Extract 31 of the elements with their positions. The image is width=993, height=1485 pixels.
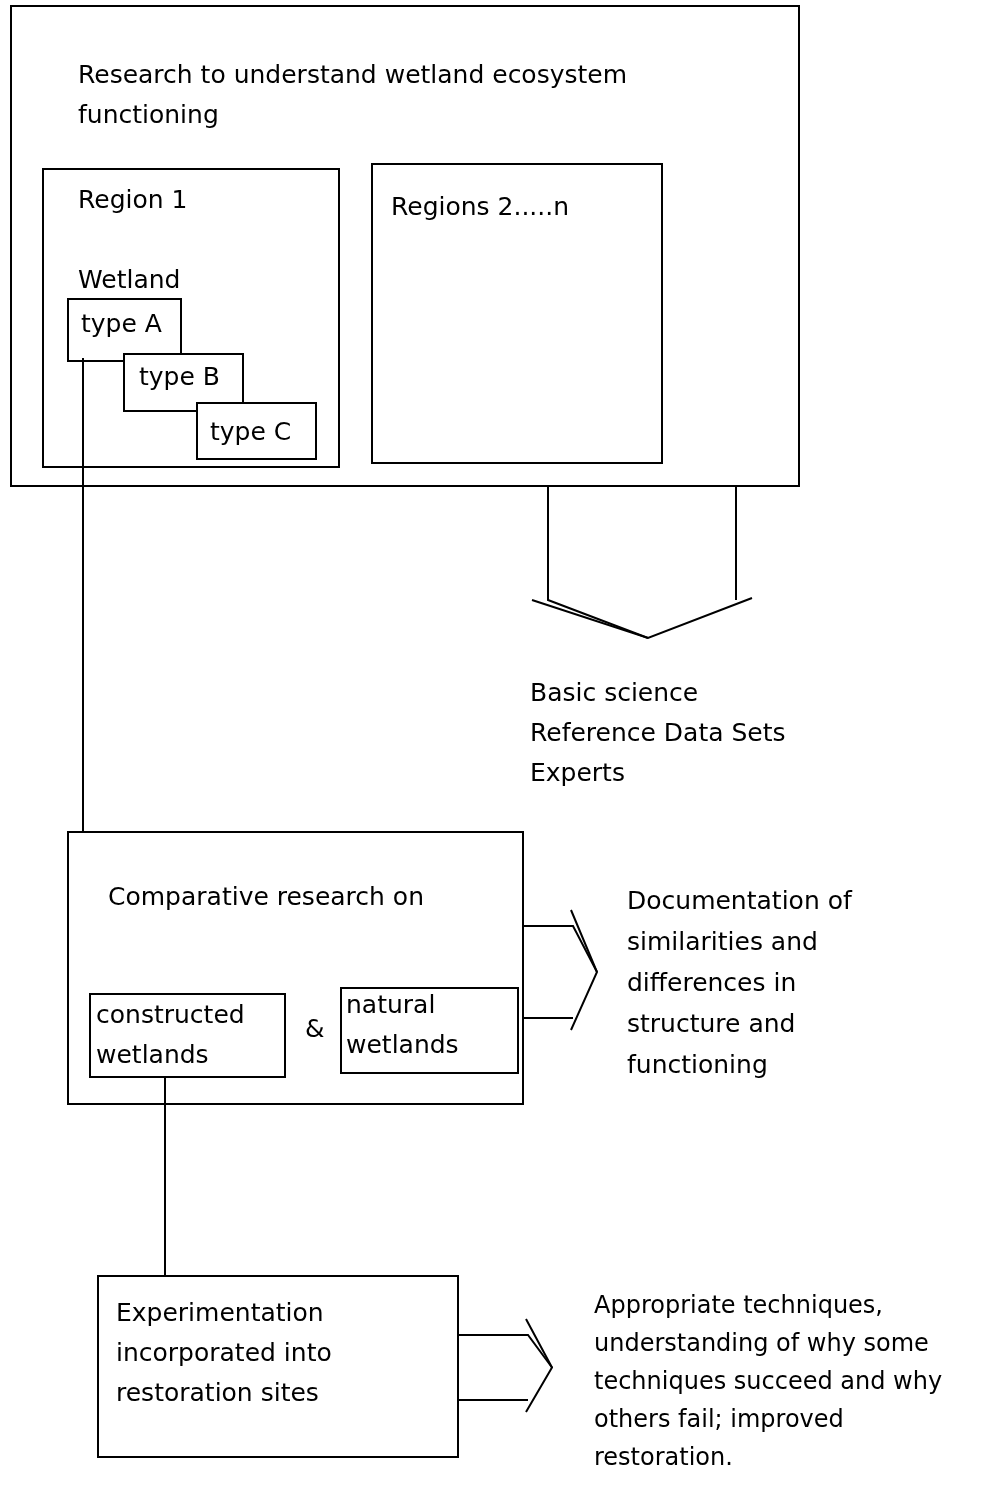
box-label: type B	[139, 361, 221, 393]
box-label: Experimentation incorporated into restoration sites	[116, 1297, 333, 1409]
region-box	[42, 168, 340, 468]
output-text: Experts	[530, 757, 626, 789]
output-text: Reference Data Sets	[530, 717, 787, 749]
wetland-box	[89, 993, 286, 1078]
connector-line	[82, 357, 84, 832]
box-label: Region 1	[78, 184, 189, 216]
wetland-type-box	[123, 353, 244, 412]
box-label: type C	[210, 416, 293, 448]
box-label: Regions 2.....n	[391, 191, 571, 223]
box-label: natural wetlands	[346, 989, 460, 1061]
block-arrow	[523, 909, 598, 1031]
region-box	[371, 163, 663, 464]
process-box	[67, 831, 524, 1105]
wetland-type-box	[196, 402, 317, 460]
box-label: constructed wetlands	[96, 999, 246, 1071]
block-arrow	[531, 486, 753, 639]
output-text: Documentation of similarities and differences in structure and functioning	[627, 885, 854, 1081]
box-label: type A	[81, 308, 163, 340]
ampersand-label: &	[305, 1013, 326, 1045]
block-arrow	[458, 1318, 553, 1413]
output-text: Basic science	[530, 677, 700, 709]
box-label: Research to understand wetland ecosystem functioning	[78, 59, 629, 131]
process-box	[10, 5, 800, 487]
process-box	[97, 1275, 459, 1458]
wetland-box	[340, 987, 519, 1074]
connector-line	[164, 1075, 166, 1276]
box-sublabel: Wetland	[78, 264, 182, 296]
box-label: Comparative research on	[108, 881, 425, 913]
output-text: Appropriate techniques, understanding of why some techniques succeed and why others fail; improved restoration.	[594, 1290, 944, 1473]
